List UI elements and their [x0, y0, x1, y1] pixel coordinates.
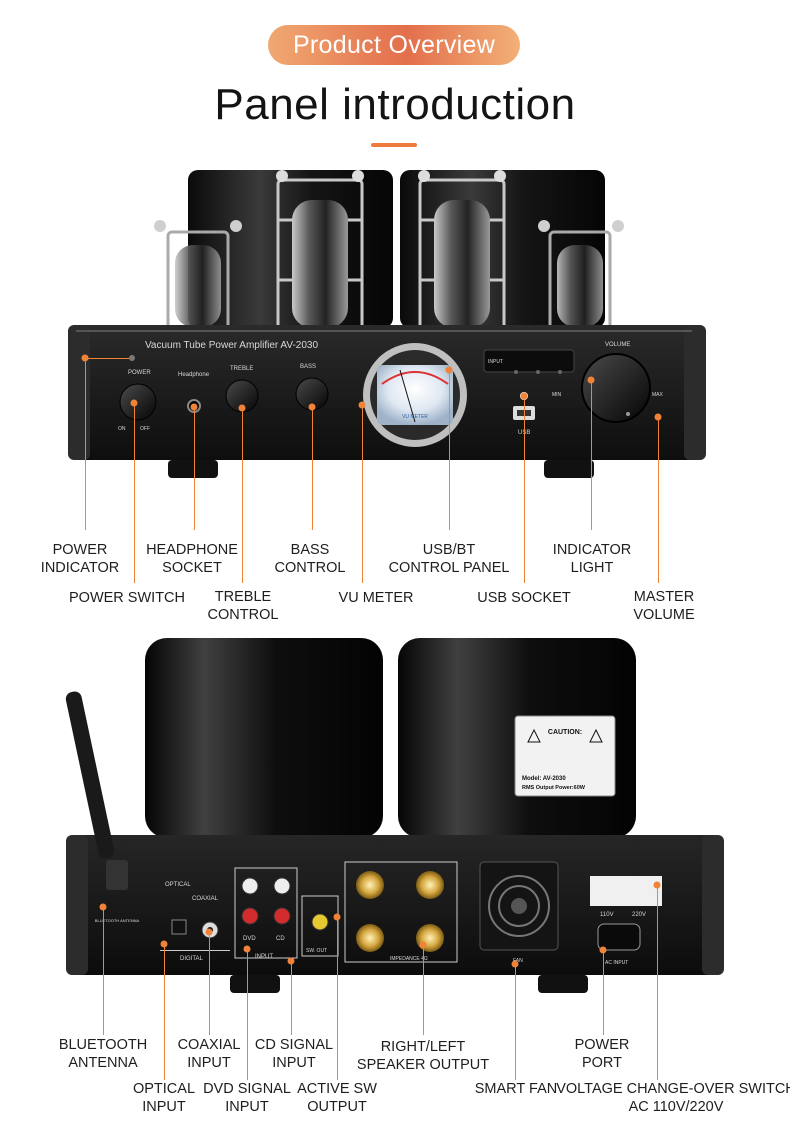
- svg-text:AC INPUT: AC INPUT: [605, 960, 628, 966]
- svg-text:VU METER: VU METER: [402, 414, 428, 420]
- label-vu-meter: VU METER: [338, 590, 414, 606]
- cd-input-right: [273, 907, 291, 925]
- tube-small-right: [538, 220, 624, 332]
- master-volume-knob: [581, 353, 651, 423]
- dvd-input-right: [241, 907, 259, 925]
- svg-text:DIGITAL: DIGITAL: [180, 956, 204, 962]
- optical-port: [171, 919, 187, 935]
- speaker-terminal-3: [356, 924, 384, 952]
- bluetooth-antenna: BLUETOOTH ANTENNA: [65, 691, 140, 923]
- svg-text:ON: ON: [118, 426, 126, 432]
- svg-text:SW. OUT: SW. OUT: [306, 948, 327, 954]
- vu-meter: VU METER: [363, 343, 467, 447]
- usb-bt-control-panel: [483, 349, 575, 373]
- svg-text:DVD: DVD: [243, 936, 256, 942]
- label-usb-socket: USB SOCKET: [477, 590, 571, 606]
- tube-large-left: [276, 170, 364, 332]
- svg-text:IMPEDANCE 4Ω: IMPEDANCE 4Ω: [390, 956, 428, 962]
- power-switch: [119, 383, 157, 421]
- svg-text:POWER: POWER: [128, 370, 151, 376]
- svg-text:BLUETOOTH ANTENNA: BLUETOOTH ANTENNA: [95, 918, 140, 923]
- svg-text:COAXIAL: COAXIAL: [192, 896, 219, 902]
- page-title: Panel introduction: [214, 80, 576, 129]
- svg-text:Model: AV-2030: Model: AV-2030: [522, 776, 566, 782]
- svg-text:OPTICAL: OPTICAL: [165, 882, 191, 888]
- rear-amplifier-photo: CAUTION: Model: AV-2030 RMS Output Power…: [60, 630, 730, 1000]
- front-amplifier-photo: Vacuum Tube Power Amplifier AV-2030 POWE…: [60, 160, 730, 490]
- section-badge: Product Overview: [268, 25, 520, 65]
- svg-text:RMS Output Power:60W: RMS Output Power:60W: [522, 785, 586, 791]
- voltage-label: [590, 876, 662, 906]
- tube-large-right: [418, 170, 506, 332]
- svg-text:OFF: OFF: [140, 426, 150, 432]
- svg-text:INPUT: INPUT: [255, 954, 273, 960]
- model-text: Vacuum Tube Power Amplifier AV-2030: [145, 340, 318, 351]
- svg-text:VOLUME: VOLUME: [605, 342, 630, 348]
- smart-fan: FAN: [479, 861, 559, 964]
- svg-text:220V: 220V: [632, 912, 646, 918]
- cd-input-left: [273, 877, 291, 895]
- sw-out-port: [311, 913, 329, 931]
- label-power-switch: POWER SWITCH: [69, 590, 185, 606]
- caution-label: [514, 715, 616, 797]
- svg-text:CD: CD: [276, 936, 285, 942]
- speaker-terminal-2: [416, 871, 444, 899]
- svg-text:CAUTION:: CAUTION:: [548, 729, 582, 736]
- svg-text:110V: 110V: [600, 912, 614, 918]
- svg-text:MIN: MIN: [552, 392, 562, 398]
- svg-text:Headphone: Headphone: [178, 372, 210, 378]
- rear-left-transformer: [145, 638, 383, 838]
- title-underline: [371, 143, 417, 147]
- dvd-input-left: [241, 877, 259, 895]
- label-smart-fan: SMART FAN: [474, 1081, 558, 1097]
- speaker-terminal-1: [356, 871, 384, 899]
- ac-input-port: [597, 923, 641, 951]
- power-indicator-led: [129, 355, 135, 361]
- svg-text:FAN: FAN: [513, 958, 523, 964]
- svg-text:TREBLE: TREBLE: [230, 366, 253, 372]
- svg-text:MAX: MAX: [652, 392, 664, 398]
- svg-text:BASS: BASS: [300, 364, 316, 370]
- svg-text:INPUT: INPUT: [488, 359, 503, 365]
